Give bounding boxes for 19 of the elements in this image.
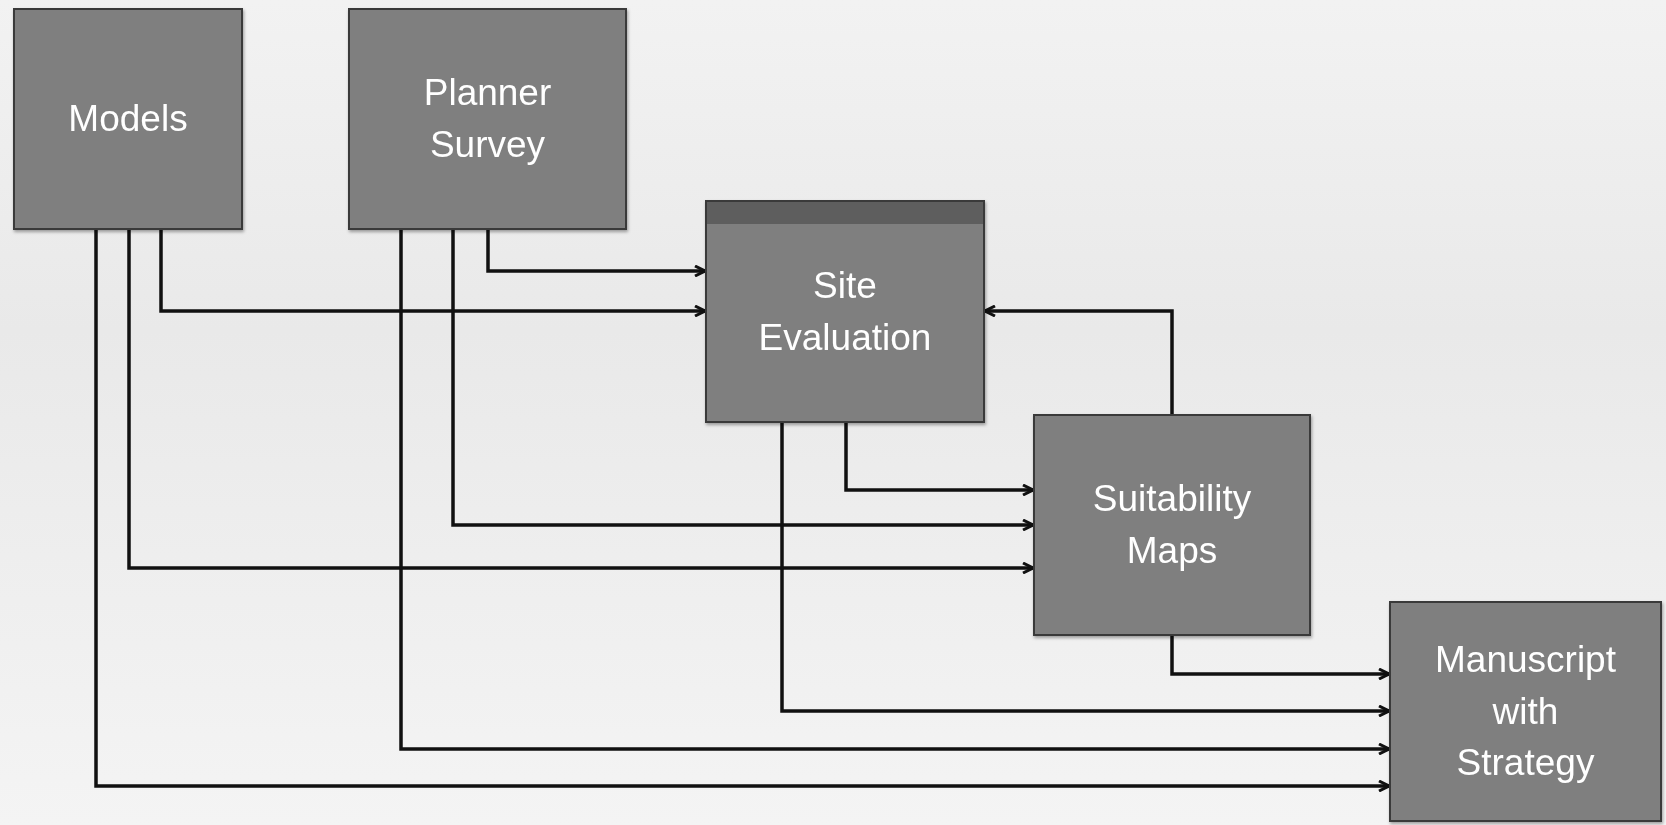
arrow: [486, 230, 707, 278]
arrow: [780, 423, 1391, 718]
arrow: [399, 230, 1391, 756]
process-box: [1389, 601, 1662, 822]
arrow: [1170, 636, 1391, 681]
arrow: [844, 423, 1035, 497]
process-box: [13, 8, 243, 230]
box-label: Suitability Maps: [1091, 477, 1253, 573]
box-label: Planner Survey: [422, 71, 553, 167]
box-label: Site Evaluation: [757, 263, 933, 360]
process-box: [705, 200, 985, 423]
arrow: [94, 230, 1391, 793]
arrow: [159, 230, 707, 318]
process-box: [348, 8, 627, 230]
arrow: [127, 230, 1035, 575]
process-box: [1033, 414, 1311, 636]
box-label: Models: [68, 97, 188, 142]
box-label: Manuscript with Strategy: [1434, 637, 1617, 786]
arrow: [451, 230, 1035, 532]
